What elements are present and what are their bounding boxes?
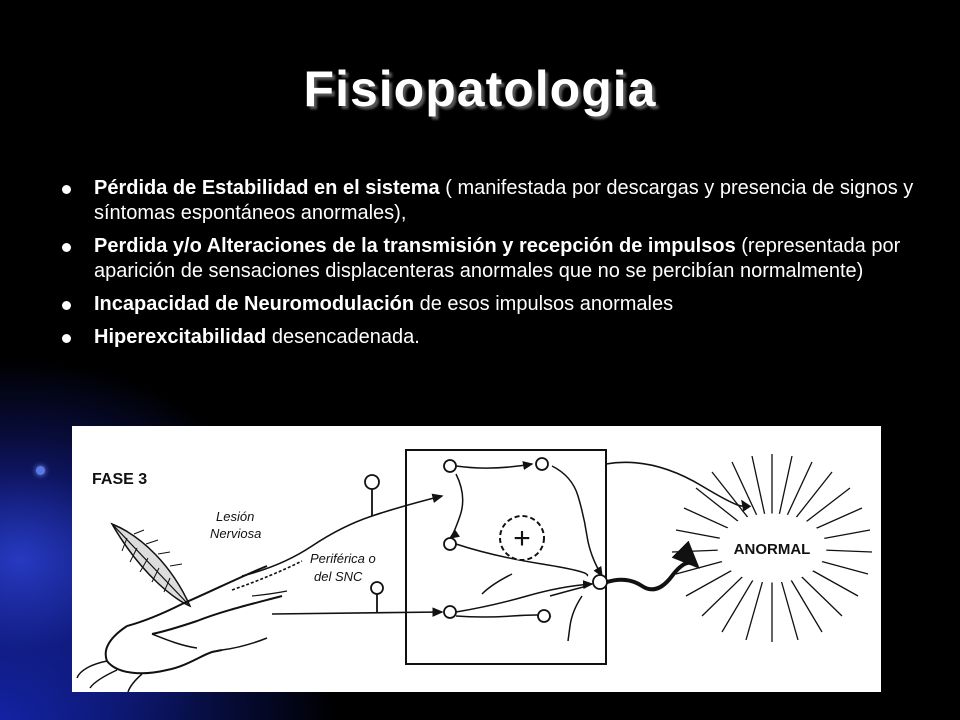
bullet-dot-icon [62, 243, 71, 252]
plus-circle-icon: + [499, 515, 545, 561]
feather-icon [110, 522, 192, 608]
bullet-list: Pérdida de Estabilidad en el sistema ( m… [62, 176, 922, 358]
neuron-nodes [364, 474, 384, 612]
bullet-bold-text: Perdida y/o Alteraciones de la transmisi… [94, 235, 736, 257]
bullet-item: Incapacidad de Neuromodulación de esos i… [62, 292, 922, 317]
bullet-bold-text: Hiperexcitabilidad [94, 326, 267, 348]
bullet-bold-text: Pérdida de Estabilidad en el sistema [94, 177, 440, 199]
location-label: Periférica o [310, 551, 376, 566]
bullet-item: Perdida y/o Alteraciones de la transmisi… [62, 234, 922, 284]
abnormal-burst-icon: ANORMAL [671, 454, 873, 642]
output-arrows [605, 461, 752, 592]
bullet-item: Pérdida de Estabilidad en el sistema ( m… [62, 176, 922, 226]
phase-label: FASE 3 [92, 471, 147, 488]
phase-diagram-svg: FASE 3 Lesión Nerviosa Periférica o del … [76, 449, 873, 692]
decorative-dot [36, 466, 45, 475]
abnormal-label: ANORMAL [734, 541, 811, 558]
bullet-text: ( manifestada por descargas y presencia … [94, 177, 914, 224]
bullet-dot-icon [62, 334, 71, 343]
bullet-bold-text: Incapacidad de Neuromodulación [94, 293, 415, 315]
bullet-text: (representada por aparición de sensacion… [94, 235, 901, 282]
location-label: del SNC [314, 569, 363, 584]
bullet-item: Hiperexcitabilidad desencadenada. [62, 325, 922, 350]
bullet-dot-icon [62, 301, 71, 310]
plus-symbol: + [513, 522, 531, 555]
bullet-text: desencadenada. [266, 326, 420, 348]
page-title: Fisiopatologia [303, 61, 657, 117]
central-box [405, 449, 607, 665]
circuit-nodes [443, 457, 608, 623]
lesion-label: Nerviosa [210, 526, 261, 541]
phase-diagram: FASE 3 Lesión Nerviosa Periférica o del … [72, 426, 881, 692]
bullet-dot-icon [62, 185, 71, 194]
nerve-fibers [231, 493, 444, 617]
lesion-label: Lesión [216, 509, 254, 524]
bullet-text: de esos impulsos anormales [414, 293, 674, 315]
